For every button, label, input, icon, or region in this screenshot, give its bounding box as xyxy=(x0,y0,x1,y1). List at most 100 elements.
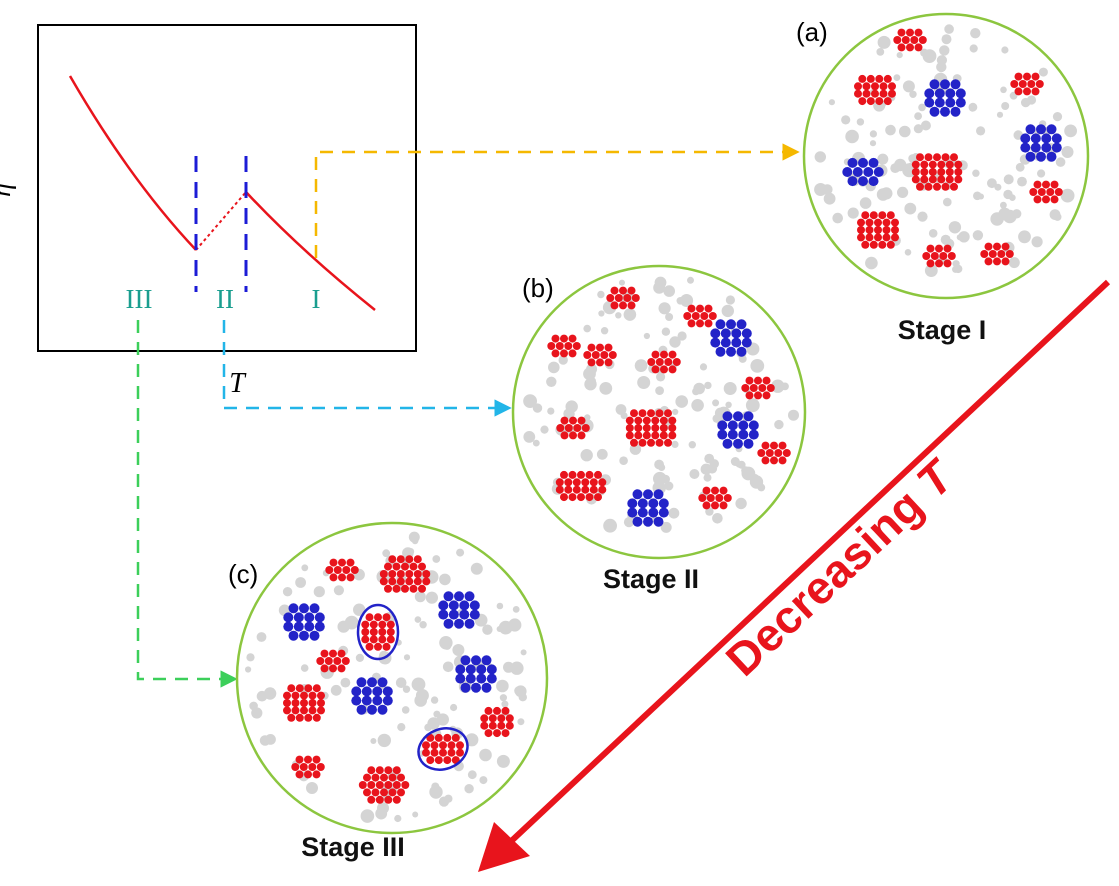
red-cluster-atom xyxy=(600,351,609,359)
blue-cluster-atom xyxy=(443,591,454,602)
red-cluster-atom xyxy=(719,501,728,510)
red-cluster-atom xyxy=(928,160,937,169)
blue-cluster-atom xyxy=(459,600,470,611)
matrix-particle xyxy=(588,377,597,385)
red-cluster-atom xyxy=(642,424,651,432)
matrix-particle xyxy=(249,701,258,711)
red-cluster-atom xyxy=(933,153,941,162)
red-cluster-atom xyxy=(388,773,397,782)
blue-cluster-atom xyxy=(448,609,459,620)
red-cluster-atom xyxy=(369,628,378,636)
red-cluster-atom xyxy=(911,160,920,169)
red-cluster-atom xyxy=(333,657,342,665)
red-cluster-atom xyxy=(704,304,713,313)
red-cluster-atom xyxy=(388,570,397,578)
red-cluster-atom xyxy=(933,182,941,191)
red-cluster-atom xyxy=(480,714,489,723)
red-cluster-atom xyxy=(585,470,594,479)
red-cluster-atom xyxy=(651,365,660,374)
red-cluster-atom xyxy=(906,28,914,37)
red-cluster-atom xyxy=(333,566,342,574)
red-cluster-atom xyxy=(374,642,382,651)
matrix-particle xyxy=(944,24,954,34)
red-cluster-atom xyxy=(439,748,447,757)
red-cluster-atom xyxy=(577,493,585,502)
red-cluster-atom xyxy=(505,721,514,730)
blue-cluster-atom xyxy=(367,677,377,688)
red-cluster-atom xyxy=(384,795,393,804)
blue-cluster-atom xyxy=(627,507,638,518)
blue-cluster-atom xyxy=(726,319,736,330)
matrix-particle xyxy=(677,331,687,341)
red-cluster-atom xyxy=(861,211,870,220)
red-cluster-atom xyxy=(883,74,892,83)
blue-cluster-atom xyxy=(637,498,648,509)
matrix-particle xyxy=(470,562,483,575)
red-cluster-atom xyxy=(573,424,582,432)
matrix-particle xyxy=(671,440,679,448)
red-cluster-atom xyxy=(287,713,296,722)
blue-cluster-atom xyxy=(950,79,961,90)
curve-high-t xyxy=(68,75,197,251)
red-cluster-atom xyxy=(625,424,634,432)
matrix-particle xyxy=(479,776,488,785)
red-cluster-atom xyxy=(493,729,501,738)
red-cluster-atom xyxy=(497,714,506,723)
red-cluster-atom xyxy=(874,233,882,242)
red-cluster-atom xyxy=(384,584,392,593)
red-cluster-atom xyxy=(638,438,647,447)
blue-cluster-atom xyxy=(1036,151,1046,162)
red-cluster-atom xyxy=(1031,87,1040,96)
red-cluster-atom xyxy=(378,620,387,629)
blue-cluster-atom xyxy=(476,673,487,684)
red-cluster-atom xyxy=(594,493,602,502)
red-cluster-atom xyxy=(560,470,568,479)
blue-cluster-atom xyxy=(715,346,726,357)
blue-cluster-atom xyxy=(356,704,367,715)
blue-cluster-atom xyxy=(372,695,383,706)
red-cluster-atom xyxy=(338,573,346,582)
red-cluster-atom xyxy=(997,250,1006,258)
red-cluster-atom xyxy=(1042,195,1050,204)
matrix-particle xyxy=(655,386,664,395)
red-cluster-atom xyxy=(384,781,393,789)
blue-cluster-atom xyxy=(314,621,325,632)
red-cluster-atom xyxy=(320,664,329,673)
panel-label-c: (c) xyxy=(228,559,258,589)
red-cluster-atom xyxy=(594,470,602,479)
blue-cluster-atom xyxy=(283,612,294,623)
red-cluster-atom xyxy=(941,153,950,162)
red-cluster-atom xyxy=(696,304,704,313)
blue-cluster-atom xyxy=(720,337,731,348)
red-cluster-atom xyxy=(749,384,758,392)
red-cluster-atom xyxy=(924,153,933,162)
blue-cluster-atom xyxy=(454,618,464,629)
matrix-particle xyxy=(814,151,826,163)
blue-cluster-atom xyxy=(653,489,664,500)
red-cluster-atom xyxy=(358,781,367,789)
matrix-particle xyxy=(688,441,696,449)
blue-cluster-atom xyxy=(299,630,309,641)
red-cluster-atom xyxy=(606,294,615,302)
red-cluster-atom xyxy=(696,319,704,328)
red-cluster-atom xyxy=(418,562,426,571)
blue-cluster-atom xyxy=(299,603,309,614)
red-cluster-atom xyxy=(568,349,577,358)
blue-cluster-atom xyxy=(455,664,466,675)
red-cluster-atom xyxy=(754,376,762,385)
red-cluster-atom xyxy=(883,97,892,106)
blue-cluster-atom xyxy=(1020,142,1031,153)
blue-cluster-atom xyxy=(643,489,653,500)
matrix-particle xyxy=(415,689,429,702)
matrix-particle xyxy=(885,124,896,136)
matrix-particle xyxy=(913,124,924,134)
red-cluster-atom xyxy=(702,486,711,495)
blue-cluster-atom xyxy=(710,328,721,339)
red-cluster-atom xyxy=(283,691,291,700)
red-cluster-atom xyxy=(365,642,374,651)
matrix-particle xyxy=(546,376,557,387)
red-cluster-atom xyxy=(875,97,884,106)
red-cluster-atom xyxy=(317,699,325,707)
red-cluster-atom xyxy=(1023,72,1031,81)
